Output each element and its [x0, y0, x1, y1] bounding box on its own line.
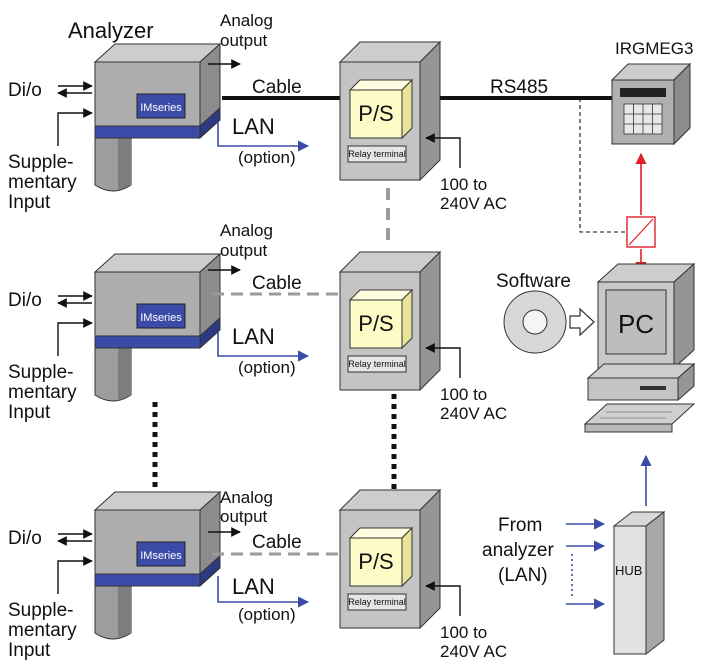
hub-label: HUB: [615, 563, 642, 578]
lan-arrow-1: [217, 122, 310, 152]
analog-output-label-2a: Analog: [220, 221, 273, 240]
irgmeg3-device: [610, 62, 692, 146]
analog-output-label-2b: output: [220, 241, 268, 260]
power-supply-1: P/S Relay terminal: [339, 41, 441, 181]
relay-terminal-label-3: Relay terminal: [348, 597, 406, 607]
ac-label-1a: 100 to: [440, 175, 487, 194]
analyzer-unit-3: IMseries: [94, 491, 221, 640]
software-disc-icon: [503, 290, 567, 354]
imseries-badge-1: IMseries: [140, 102, 182, 114]
supplementary-label-2b: mentary: [8, 382, 77, 403]
ac-label-3a: 100 to: [440, 623, 487, 642]
pc-computer: PC: [583, 262, 696, 433]
lan-option-label-1: (option): [238, 148, 296, 167]
analyzer-unit-1: IMseries: [94, 43, 221, 192]
supplementary-label-1a: Supple-: [8, 152, 74, 173]
ac-label-2a: 100 to: [440, 385, 487, 404]
analyzer-title: Analyzer: [68, 18, 154, 43]
supplementary-label-2c: Input: [8, 402, 51, 423]
from-analyzer-label-a: From: [498, 515, 542, 536]
analyzer-unit-2: IMseries: [94, 253, 221, 402]
hub-device: HUB: [612, 510, 666, 656]
cable-label-2: Cable: [252, 273, 302, 294]
supplementary-arrow-2: [57, 318, 93, 356]
from-analyzer-label-c: (LAN): [498, 565, 548, 586]
ps-label-3: P/S: [358, 549, 393, 574]
lan-arrow-3: [217, 576, 310, 608]
analog-output-label-3b: output: [220, 507, 268, 526]
lan-option-label-2: (option): [238, 358, 296, 377]
dashed-link: [579, 98, 625, 233]
ac-arrow-1: [425, 133, 461, 168]
lan-option-label-3: (option): [238, 605, 296, 624]
supplementary-label-3c: Input: [8, 640, 51, 661]
supplementary-arrow-1: [57, 108, 93, 146]
ps-label-2: P/S: [358, 311, 393, 336]
analog-output-label-1b: output: [220, 31, 268, 50]
converter-icon: [626, 216, 656, 248]
relay-terminal-label-2: Relay terminal: [348, 359, 406, 369]
ac-label-2b: 240V AC: [440, 404, 507, 423]
ac-label-3b: 240V AC: [440, 642, 507, 661]
irgmeg3-display: [620, 88, 666, 97]
lan-arrow-2: [217, 332, 310, 362]
irgmeg3-label: IRGMEG3: [615, 39, 693, 58]
supplementary-label-2a: Supple-: [8, 362, 74, 383]
lan-label-1: LAN: [232, 114, 275, 139]
software-arrow-icon: [569, 307, 595, 337]
supplementary-label-3b: mentary: [8, 620, 77, 641]
row-2: IMseries Di/o Analog output Supple- ment…: [8, 221, 507, 423]
pc-label: PC: [618, 309, 654, 339]
ac-arrow-3: [425, 581, 461, 616]
rs485-label: RS485: [490, 77, 548, 98]
cable-label-1: Cable: [252, 77, 302, 98]
pc-screen: [605, 289, 667, 355]
cable-label-3: Cable: [252, 532, 302, 553]
supplementary-label-1c: Input: [8, 192, 51, 213]
power-supply-3: P/S Relay terminal: [339, 489, 441, 629]
relay-terminal-label-1: Relay terminal: [348, 149, 406, 159]
analog-output-label-1a: Analog: [220, 11, 273, 30]
lan-label-3: LAN: [232, 574, 275, 599]
analog-output-label-3a: Analog: [220, 488, 273, 507]
ac-arrow-2: [425, 343, 461, 378]
dio-label-1: Di/o: [8, 80, 42, 101]
lan-label-2: LAN: [232, 324, 275, 349]
ac-label-1b: 240V AC: [440, 194, 507, 213]
power-supply-2: P/S Relay terminal: [339, 251, 441, 391]
software-label: Software: [496, 271, 571, 292]
dio-label-3: Di/o: [8, 528, 42, 549]
row-3: IMseries Di/o Analog output Supple- ment…: [8, 488, 507, 661]
imseries-badge-3: IMseries: [140, 550, 182, 562]
supplementary-label-1b: mentary: [8, 172, 77, 193]
imseries-badge-2: IMseries: [140, 312, 182, 324]
ps-label-1: P/S: [358, 101, 393, 126]
dio-label-2: Di/o: [8, 290, 42, 311]
irgmeg3-keypad: [623, 103, 663, 135]
from-analyzer-label-b: analyzer: [482, 540, 554, 561]
supplementary-label-3a: Supple-: [8, 600, 74, 621]
supplementary-arrow-3: [57, 556, 93, 594]
